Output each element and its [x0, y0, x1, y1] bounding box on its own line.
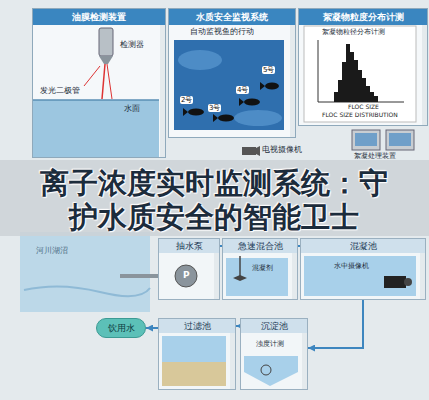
box-heading: 絮凝物粒度分布计测 — [299, 9, 427, 25]
water-surface — [33, 99, 159, 101]
chart-axis — [318, 40, 319, 102]
histogram-bar — [358, 70, 362, 102]
process-box: 抽水泵 — [158, 238, 220, 300]
part-label: 混凝剂 — [252, 264, 273, 272]
camera-lens — [404, 278, 412, 286]
light-beam — [102, 64, 105, 99]
detector-body — [99, 28, 113, 56]
water — [304, 256, 416, 296]
histogram-bar — [362, 78, 366, 102]
part-label: 2号 — [180, 96, 193, 104]
monitor-symbol — [386, 130, 414, 150]
box-heading: 水质安全监视系统 — [169, 9, 295, 25]
histogram-bar — [350, 52, 354, 102]
histogram-bar — [334, 92, 338, 102]
part-label: 4号 — [236, 86, 249, 94]
detector-tip — [99, 56, 113, 64]
chart-area — [304, 26, 416, 122]
gauge-symbol — [261, 365, 271, 375]
fish — [218, 115, 234, 122]
part-label: FLOC SIZE — [348, 104, 379, 111]
histogram-bar — [338, 80, 342, 102]
camera-symbol — [256, 146, 260, 156]
box-heading: 沉淀池 — [241, 319, 307, 333]
histogram — [334, 44, 378, 102]
histogram-bar — [366, 86, 370, 102]
process-box: 沉淀池 — [240, 318, 308, 390]
monitor-image — [174, 40, 284, 130]
box-heading: 抽水泵 — [159, 239, 219, 253]
box-heading: 急速混合池 — [223, 239, 297, 253]
part-label: 电视摄像机 — [262, 145, 302, 154]
part-label: 水中摄像机 — [334, 262, 369, 270]
fish — [265, 83, 279, 90]
camera-symbol — [242, 147, 256, 155]
fish — [244, 99, 260, 106]
box-heading: 饮用水 — [104, 322, 139, 334]
monitor-screen — [389, 133, 411, 146]
title-band — [0, 160, 429, 236]
part-label: 自动监视鱼的行动 — [190, 27, 254, 36]
histogram-bar — [342, 62, 346, 102]
monitor-screen — [355, 133, 377, 146]
part-label: 检测器 — [120, 40, 144, 49]
river-wave — [24, 286, 150, 296]
water — [33, 100, 159, 157]
sand-layer — [162, 362, 226, 386]
panel-ground — [32, 8, 160, 158]
histogram-bar — [374, 96, 378, 102]
fish — [260, 82, 265, 90]
box-heading: 油膜检测装置 — [33, 9, 165, 25]
output-pill: 饮用水 — [96, 318, 146, 338]
fish — [239, 98, 244, 106]
histogram-bar — [346, 44, 350, 102]
part-label: 浊度计测 — [256, 340, 284, 348]
water — [244, 356, 298, 386]
water — [226, 258, 288, 296]
panel-box: 油膜检测装置 — [32, 8, 166, 158]
fish — [183, 108, 188, 116]
part-label: 河川湖沼 — [36, 246, 68, 255]
fish — [213, 114, 218, 122]
part-label: 3号 — [208, 104, 221, 112]
part-label: 5号 — [262, 66, 275, 74]
box-heading: 过滤池 — [159, 319, 235, 333]
water-patch — [178, 50, 222, 70]
flow-arrow — [146, 327, 158, 329]
part-label: 水面 — [124, 104, 140, 113]
mixer-symbol — [233, 275, 247, 281]
panel-ground — [168, 8, 290, 138]
title: 离子浓度实时监测系统：守护水质安全的智能卫士 — [34, 166, 394, 234]
part-label: 絮凝处理装置 — [354, 152, 396, 160]
part-label: FLOC SIZE DISTRIBUTION — [322, 112, 398, 119]
water-patch — [234, 110, 282, 126]
histogram-bar — [354, 60, 358, 102]
flow-arrow — [308, 300, 363, 348]
part-label: 絮凝物粒径分布计测 — [322, 28, 385, 36]
histogram-bar — [370, 92, 374, 102]
process-box: 过滤池 — [158, 318, 236, 390]
camera-symbol — [384, 276, 406, 288]
water — [162, 336, 226, 362]
box-heading: 混凝池 — [301, 239, 425, 253]
monitor-symbol — [352, 130, 380, 150]
panel-ground — [298, 8, 422, 126]
river — [20, 232, 150, 312]
light-beam — [107, 64, 112, 99]
pump-symbol — [175, 265, 197, 287]
fish — [188, 109, 204, 116]
part-label: 发光二极管 — [40, 86, 80, 95]
part-label: P — [183, 270, 190, 280]
leader-line — [84, 66, 100, 86]
